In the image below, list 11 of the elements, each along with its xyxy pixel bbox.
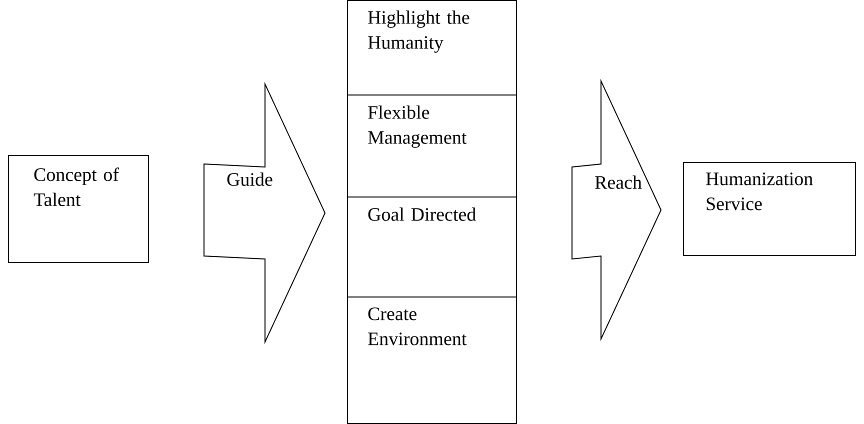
edge-label: Reach	[595, 176, 642, 189]
cell: Highlight the Humanity	[368, 10, 470, 53]
edge-label: Guide	[227, 172, 272, 186]
block-arrow	[572, 78, 662, 342]
column-box	[347, 0, 517, 424]
cell: Create Environment	[368, 308, 467, 346]
text-box: Concept of Talent	[8, 155, 149, 263]
cell: Goal Directed	[368, 208, 476, 221]
text-box: Humanization Service	[683, 162, 856, 256]
block-arrow	[204, 82, 326, 344]
cell: Flexible Management	[368, 106, 467, 148]
